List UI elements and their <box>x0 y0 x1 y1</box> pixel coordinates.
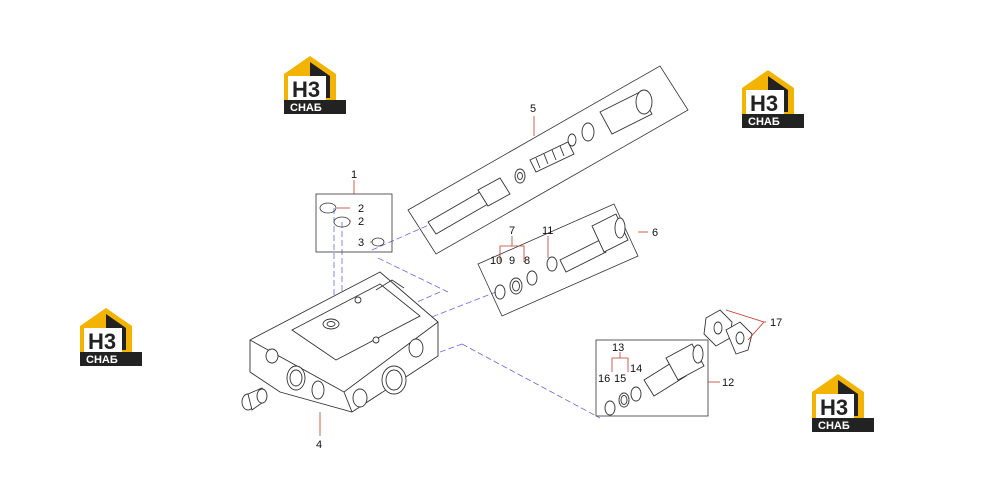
callout-6: 6 <box>652 227 658 239</box>
watermark-logo: H3 СНАБ <box>80 308 142 366</box>
callout-14: 14 <box>630 363 642 375</box>
svg-text:H3: H3 <box>820 395 848 420</box>
watermark-logo: H3 СНАБ <box>284 56 346 114</box>
check-valve-cartridge <box>559 213 629 273</box>
leader-lines <box>319 116 766 436</box>
callout-7: 7 <box>509 225 515 237</box>
svg-text:СНАБ: СНАБ <box>290 102 322 114</box>
relief-valve <box>643 343 705 397</box>
callout-4: 4 <box>316 439 322 451</box>
callout-1: 1 <box>351 169 357 181</box>
watermark-logo: H3 СНАБ <box>812 374 874 432</box>
svg-text:СНАБ: СНАБ <box>86 354 118 366</box>
frame-box-12 <box>595 339 709 417</box>
plug <box>241 387 268 411</box>
callout-3: 3 <box>358 237 364 249</box>
callout-11: 11 <box>542 225 553 237</box>
clamp <box>703 309 753 355</box>
assembly-dash-lines <box>333 208 601 419</box>
o-rings-12 <box>604 386 642 416</box>
frame-box-6 <box>477 203 639 317</box>
callout-17: 17 <box>770 317 782 329</box>
callout-15: 15 <box>614 373 626 385</box>
valve-body <box>249 271 439 413</box>
frame-box-5 <box>407 65 689 255</box>
seal-kit-items <box>319 202 385 247</box>
svg-text:СНАБ: СНАБ <box>748 116 780 128</box>
callout-9: 9 <box>509 255 515 267</box>
svg-text:H3: H3 <box>88 329 116 354</box>
callout-16: 16 <box>598 373 610 385</box>
callout-12: 12 <box>722 377 734 389</box>
watermark-logo: H3 СНАБ <box>742 70 804 128</box>
callout-2: 2 <box>358 203 364 215</box>
spool-assembly <box>427 89 653 235</box>
callout-8: 8 <box>524 255 530 267</box>
callout-10: 10 <box>490 255 502 267</box>
callout-labels: 1 2 2 3 4 5 6 7 8 9 10 11 12 13 14 15 16… <box>316 103 782 451</box>
callout-2: 2 <box>358 216 364 228</box>
svg-text:H3: H3 <box>750 91 778 116</box>
svg-text:H3: H3 <box>292 77 320 102</box>
callout-13: 13 <box>612 342 624 354</box>
o-rings-6 <box>494 256 558 300</box>
callout-5: 5 <box>530 103 536 115</box>
svg-text:СНАБ: СНАБ <box>818 420 850 432</box>
